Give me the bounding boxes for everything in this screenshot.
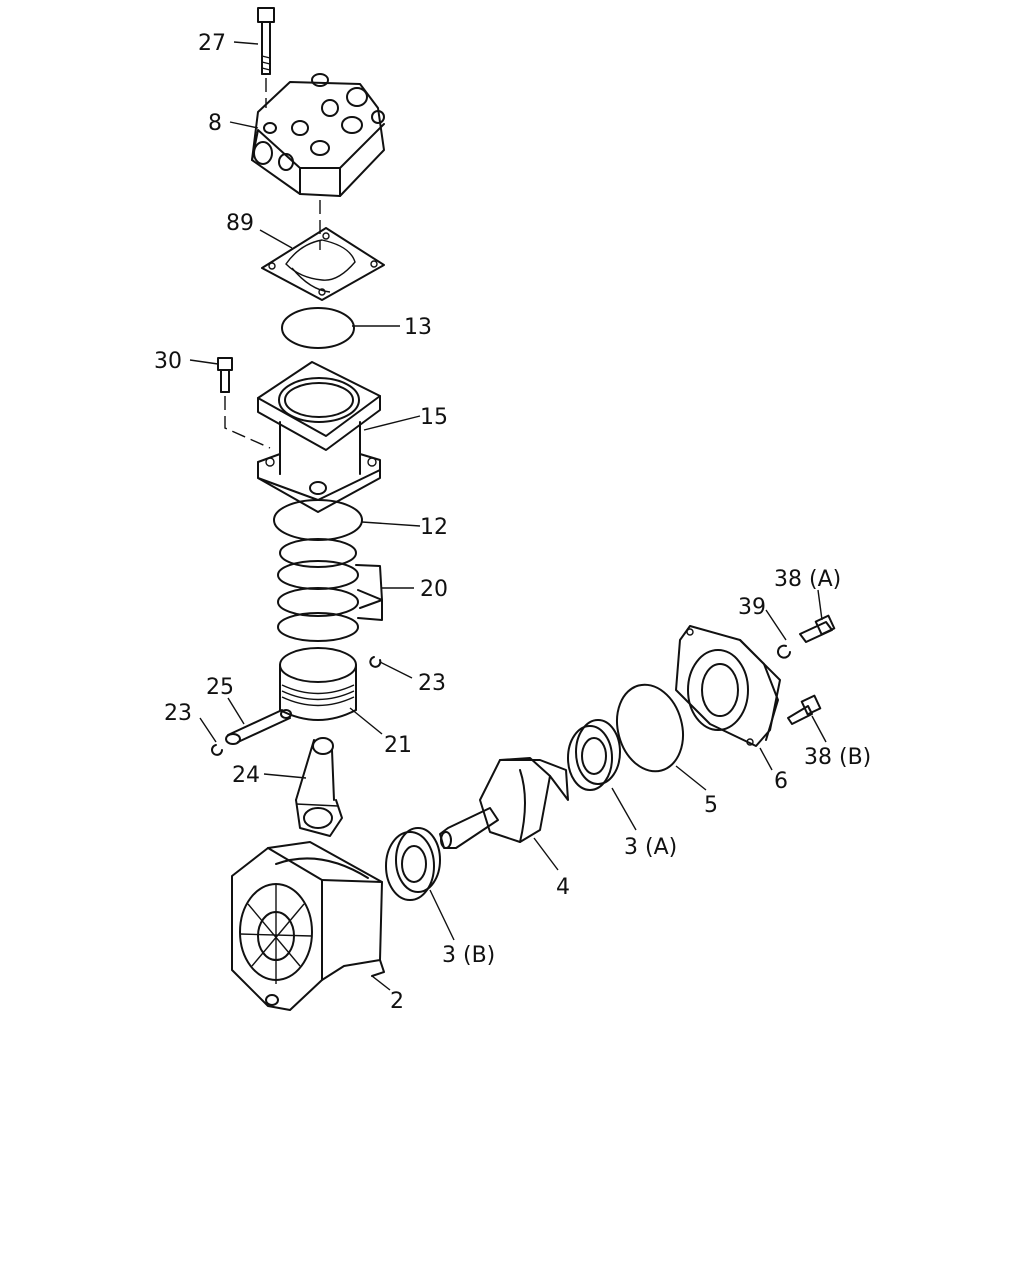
callout-13: 13 bbox=[404, 315, 432, 340]
callout-labels: 27 8 89 13 30 15 12 20 23 25 23 21 24 38… bbox=[154, 31, 871, 1014]
part-13-o-ring bbox=[281, 307, 355, 349]
callout-27: 27 bbox=[198, 31, 226, 56]
callout-2: 2 bbox=[390, 989, 404, 1014]
callout-12: 12 bbox=[420, 515, 448, 540]
part-39-washer bbox=[777, 644, 791, 659]
part-25-piston-pin bbox=[225, 709, 292, 745]
part-27-bolt bbox=[257, 7, 275, 75]
callout-25: 25 bbox=[206, 675, 234, 700]
part-5-o-ring bbox=[616, 683, 684, 773]
part-21-piston bbox=[279, 647, 357, 721]
callout-24: 24 bbox=[232, 763, 260, 788]
callout-20: 20 bbox=[420, 577, 448, 602]
part-6-cover bbox=[675, 625, 781, 747]
leader-lines bbox=[189, 41, 827, 991]
part-20-piston-rings bbox=[277, 538, 383, 642]
part-89-head-gasket bbox=[261, 227, 385, 301]
part-38a-bolt bbox=[799, 614, 836, 643]
callout-15: 15 bbox=[420, 405, 448, 430]
callout-6: 6 bbox=[774, 769, 788, 794]
callout-4: 4 bbox=[556, 875, 570, 900]
part-8-cylinder-head bbox=[251, 73, 385, 197]
part-12-gasket bbox=[273, 499, 363, 541]
part-4-crankshaft bbox=[439, 757, 569, 849]
part-23-circlip-right bbox=[369, 656, 382, 668]
part-23-circlip-left bbox=[211, 744, 223, 756]
callout-3b: 3 (B) bbox=[442, 943, 495, 968]
callout-23-left: 23 bbox=[164, 701, 192, 726]
callout-8: 8 bbox=[208, 111, 222, 136]
part-24-connecting-rod bbox=[295, 737, 343, 837]
callout-30: 30 bbox=[154, 349, 182, 374]
callout-23-right: 23 bbox=[418, 671, 446, 696]
part-3b-bearing bbox=[385, 827, 441, 901]
callout-3a: 3 (A) bbox=[624, 835, 677, 860]
part-30-bolt bbox=[217, 357, 233, 393]
part-38b-bolt bbox=[787, 694, 822, 725]
callout-89: 89 bbox=[226, 211, 254, 236]
callout-21: 21 bbox=[384, 733, 412, 758]
part-2-crankcase bbox=[231, 841, 385, 1011]
callout-38a: 38 (A) bbox=[774, 567, 841, 592]
part-15-cylinder bbox=[257, 361, 381, 513]
callout-38b: 38 (B) bbox=[804, 745, 871, 770]
callout-5: 5 bbox=[704, 793, 718, 818]
part-3a-bearing bbox=[567, 719, 621, 791]
callout-39: 39 bbox=[738, 595, 766, 620]
